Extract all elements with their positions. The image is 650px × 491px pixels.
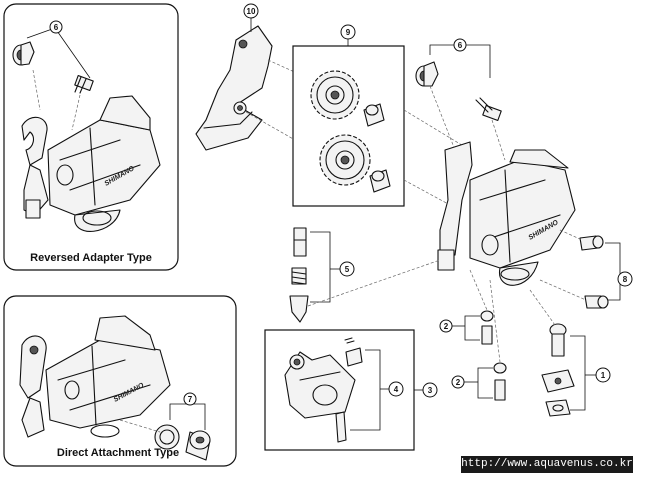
callout-3: 3 [428, 386, 433, 395]
main-derailleur-body: SHIMANO [437, 141, 576, 286]
callout-6-left: 6 [54, 23, 59, 32]
direct-derailleur-body: SHIMANO [19, 315, 171, 438]
cage-plate-part [195, 25, 273, 151]
cable-adjuster-barrel [289, 295, 309, 323]
tension-pulley-part [319, 134, 371, 186]
direct-bolt-part [185, 430, 211, 461]
callout-4-leader [350, 349, 381, 431]
stop-bolt-upper [480, 310, 494, 345]
mounting-plate-part [541, 369, 575, 393]
callout-8-leader [605, 242, 621, 301]
callout-4: 4 [394, 385, 399, 394]
reversed-derailleur-body: SHIMANO [21, 95, 161, 232]
link-pin-upper [579, 235, 604, 251]
callout-2a: 2 [444, 322, 449, 331]
tension-pulley-bushing [369, 169, 391, 193]
callout-2a-leader [464, 315, 480, 341]
cable-adjust-bolt [293, 227, 307, 257]
mounting-nut-part [545, 399, 571, 417]
adapter-cap-part [12, 41, 35, 66]
main-cap-part [415, 61, 439, 87]
reversed-adapter-panel: 6 SHIMANO Reversed Adapter Type [3, 3, 179, 271]
adjust-spring [291, 267, 307, 285]
guide-pulley-bushing [363, 103, 385, 127]
caption-reversed-adapter-type: Reversed Adapter Type [30, 252, 152, 264]
callout-5-leader [310, 231, 331, 303]
caption-direct-attachment-type: Direct Attachment Type [57, 447, 179, 459]
callout-7-circle [183, 392, 197, 406]
direct-washer-part [154, 424, 180, 450]
link-pin-lower [584, 295, 609, 309]
source-watermark: http://www.aquavenus.co.kr [461, 456, 633, 473]
callout-9: 9 [346, 28, 351, 37]
main-bolt-part [475, 97, 502, 121]
stop-bolt-lower [493, 362, 507, 401]
callout-8-circle [617, 271, 633, 287]
callout-5: 5 [345, 265, 350, 274]
b-tension-body-part [284, 351, 356, 419]
callout-2b: 2 [456, 378, 461, 387]
adapter-bolt-part [74, 75, 94, 94]
axle-bolt-part [549, 323, 567, 357]
callout-8: 8 [623, 275, 628, 284]
callout-1-leader [570, 335, 586, 411]
callout-10: 10 [247, 7, 256, 16]
small-clip-part [344, 337, 363, 367]
guide-pulley-part [310, 70, 360, 120]
direct-attachment-panel: SHIMANO 7 Direct Attachment Type [3, 295, 237, 467]
callout-6-right-circle [453, 38, 467, 52]
callout-1: 1 [601, 371, 606, 380]
callout-6-left-circle [49, 20, 63, 34]
callout-7: 7 [188, 395, 193, 404]
callout-2b-leader [477, 367, 493, 399]
fixing-pin-part [335, 411, 347, 443]
callout-6-right: 6 [458, 41, 463, 50]
